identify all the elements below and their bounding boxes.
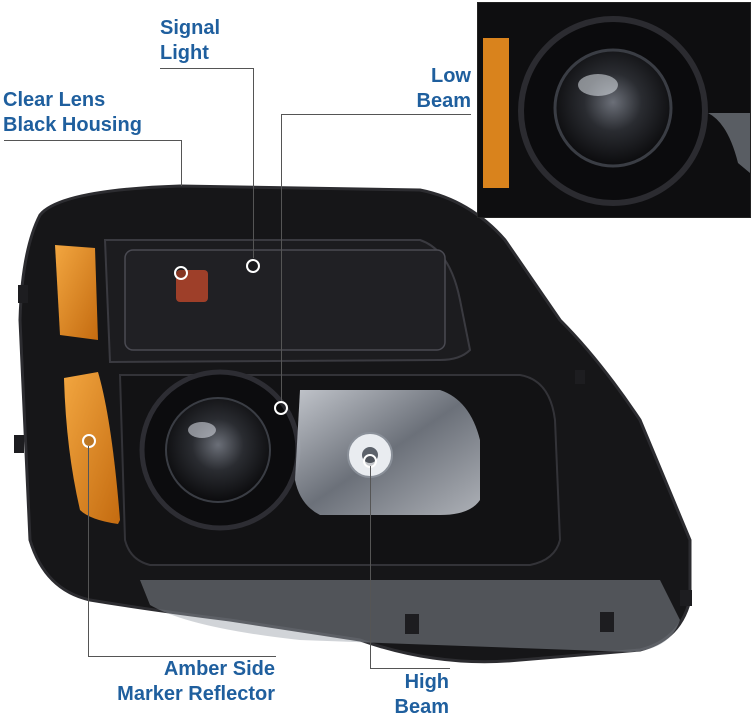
hotspot-amber-side: [82, 434, 96, 448]
projector-lens: [165, 397, 271, 503]
hotspot-signal-light: [246, 259, 260, 273]
hotspot-low-beam: [274, 401, 288, 415]
mount-tab-bottom: [600, 612, 614, 632]
label-high-beam: High Beam: [394, 671, 449, 718]
inset-closeup: [477, 2, 751, 218]
leader-low-v: [281, 114, 282, 401]
inset-amber: [483, 38, 509, 188]
leader-signal-h: [160, 68, 253, 69]
amber-corner-top: [55, 245, 98, 340]
projector-highlight: [188, 422, 216, 438]
signal-chamber: [124, 249, 446, 351]
leader-low-h: [281, 114, 471, 115]
amber-side-marker: [64, 372, 120, 524]
inset-reflector: [708, 113, 750, 173]
leader-clear-v: [181, 140, 182, 186]
leader-high-h: [370, 668, 450, 669]
label-amber-side: Amber Side Marker Reflector: [117, 658, 275, 705]
leader-high-v: [370, 466, 371, 668]
leader-signal-v: [253, 68, 254, 258]
mount-tab-bottom-2: [405, 614, 419, 634]
leader-clear-h: [4, 140, 182, 141]
label-low-beam: Low Beam: [416, 65, 471, 112]
mount-tab-left-2: [14, 435, 24, 453]
hotspot-clear-lens: [174, 266, 188, 280]
leader-amber-v: [88, 446, 89, 656]
inset-projector-lens: [553, 48, 673, 168]
label-clear-lens: Clear Lens Black Housing: [3, 89, 142, 136]
mount-tab-right: [575, 370, 585, 384]
leader-amber-h: [88, 656, 276, 657]
mount-tab-right-2: [680, 590, 692, 606]
mount-tab-left: [18, 285, 28, 303]
inset-illustration: [478, 3, 750, 217]
label-signal-light: Signal Light: [160, 17, 221, 64]
